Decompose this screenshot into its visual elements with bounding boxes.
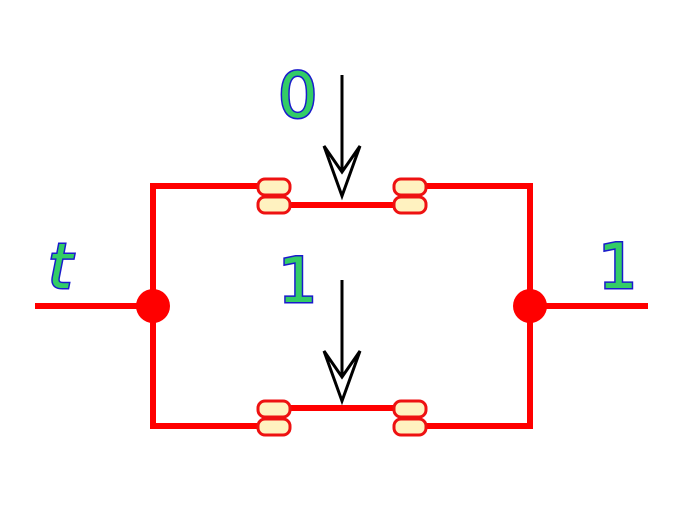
contact-icon <box>256 177 292 197</box>
bottom-right-wire <box>425 306 533 429</box>
wires <box>35 183 648 429</box>
bottom-arrow-head-icon <box>322 350 362 406</box>
contact-icon <box>392 399 428 419</box>
bottom-control-label: 1 <box>278 244 317 317</box>
right-junction-node <box>513 289 547 323</box>
bottom-left-wire <box>150 306 260 429</box>
arrows <box>322 75 362 406</box>
top-left-wire <box>150 183 260 306</box>
contact-icon <box>256 399 292 419</box>
top-right-wire <box>425 183 533 306</box>
contacts <box>256 177 428 437</box>
contact-icon <box>256 417 292 437</box>
left-junction-node <box>136 289 170 323</box>
input-label: t <box>48 230 75 303</box>
output-label: 1 <box>598 230 637 303</box>
contact-icon <box>392 195 428 215</box>
contact-icon <box>392 417 428 437</box>
contact-icon <box>392 177 428 197</box>
contact-icon <box>256 195 292 215</box>
top-arrow-head-icon <box>322 145 362 201</box>
top-control-label: 0 <box>278 59 317 132</box>
